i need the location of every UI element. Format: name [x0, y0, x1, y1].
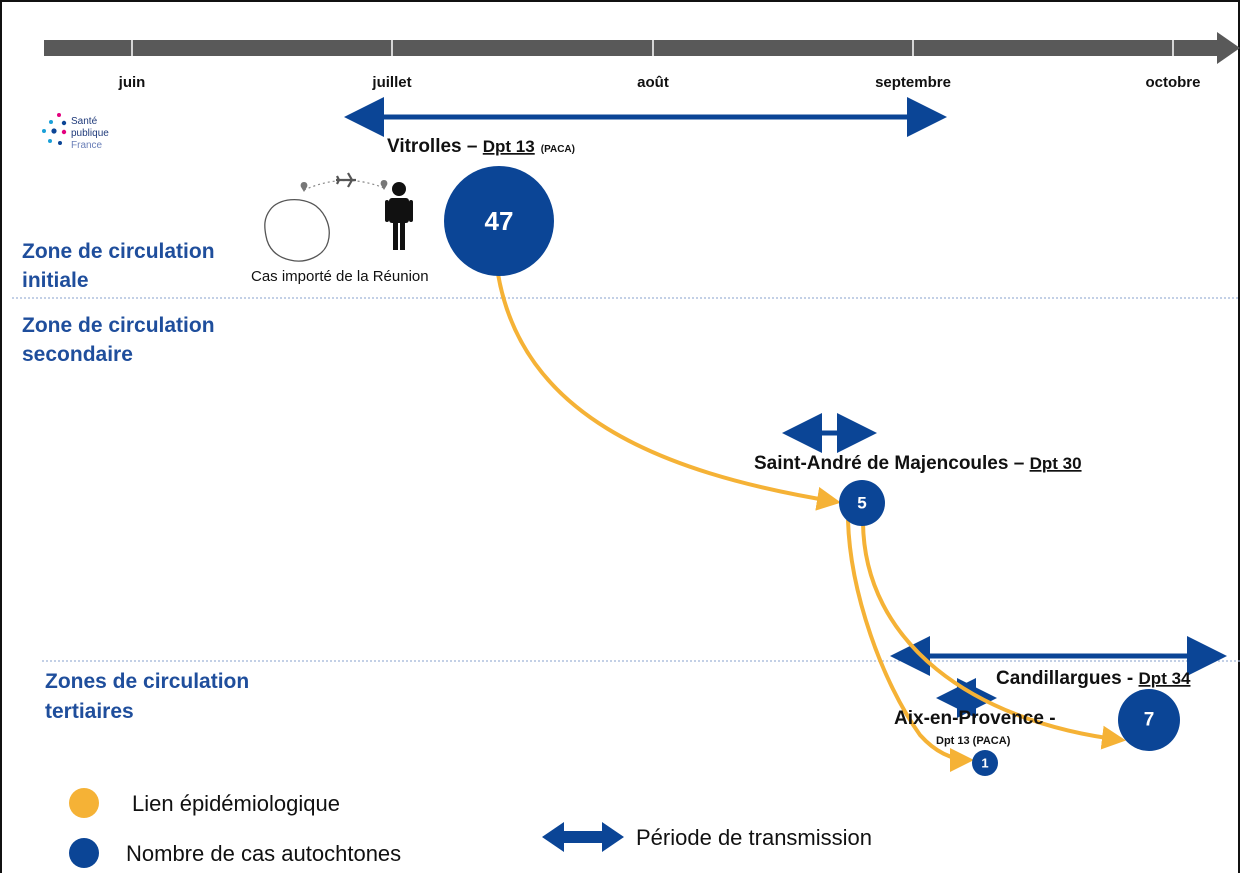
location-pin-icon: [380, 180, 388, 190]
timeline-arrow: [44, 32, 1240, 64]
month-label: juin: [118, 74, 146, 91]
legend-label-cases: Nombre de cas autochtones: [126, 841, 401, 866]
zone-secondaire-label: Zone de circulation secondaire: [22, 314, 215, 366]
epidemiological-links: [496, 273, 1126, 772]
department-label: Dpt 13 (PACA): [936, 735, 1011, 747]
link-saint-andre-candillargues: [861, 521, 1126, 750]
zone-initiale-label: Zone de circulation initiale: [22, 240, 215, 292]
sante-publique-france-logo: Santé publique France: [42, 113, 109, 151]
legend-label-period: Période de transmission: [636, 825, 872, 850]
zone-label-line: tertiaires: [45, 700, 134, 723]
logo-text: publique: [71, 128, 109, 139]
month-label: septembre: [875, 74, 951, 91]
cluster-saint-andre: Saint-André de Majencoules – Dpt 30 5: [754, 453, 1082, 526]
separator: –: [1008, 453, 1029, 474]
cluster-name-line: Saint-André de Majencoules – Dpt 30: [754, 453, 1082, 474]
logo-text: Santé: [71, 116, 98, 127]
link-saint-andre-aix: [846, 519, 974, 772]
timeline: juin juillet août septembre octobre: [44, 32, 1240, 91]
department-label: Dpt 34: [1139, 669, 1192, 688]
case-count: 5: [857, 494, 866, 513]
legend-double-arrow-icon: [542, 822, 624, 852]
case-count-bubble: [444, 166, 554, 276]
legend: Lien épidémiologique Nombre de cas autoc…: [69, 788, 872, 868]
month-label: août: [637, 74, 669, 91]
person-icon: [385, 182, 413, 250]
department-label: Dpt 13: [483, 137, 535, 156]
month-label: juillet: [371, 74, 411, 91]
zone-tertiaires-label: Zones de circulation tertiaires: [45, 670, 249, 723]
cluster-aix-en-provence: Aix-en-Provence - Dpt 13 (PACA) 1: [894, 708, 1056, 776]
department-label: Dpt 30: [1030, 454, 1082, 473]
zone-label-line: secondaire: [22, 343, 133, 366]
case-count: 47: [485, 206, 514, 236]
flight-path: [303, 179, 385, 191]
cluster-name: Candillargues -: [996, 668, 1139, 689]
cluster-name: Vitrolles –: [387, 136, 483, 157]
imported-case-illustration: Cas importé de la Réunion: [251, 172, 429, 285]
legend-swatch-cases: [69, 838, 99, 868]
region-label: (PACA): [541, 144, 575, 155]
zone-label-line: initiale: [22, 269, 89, 292]
zone-label-line: Zones de circulation: [45, 670, 249, 693]
zone-label-line: Zone de circulation: [22, 314, 215, 337]
legend-swatch-link: [69, 788, 99, 818]
island-outline-icon: [264, 199, 330, 262]
legend-label-link: Lien épidémiologique: [132, 791, 340, 816]
airplane-icon: [336, 172, 356, 188]
case-count-bubble: [1118, 689, 1180, 751]
cluster-name: Saint-André de Majencoules: [754, 453, 1008, 474]
cluster-vitrolles: Vitrolles – Dpt 13 (PACA) 47: [387, 136, 575, 276]
timeline-ticks: [131, 38, 1174, 58]
month-label: octobre: [1145, 74, 1200, 91]
case-count-bubble: [972, 750, 998, 776]
zone-label-line: Zone de circulation: [22, 240, 215, 263]
cluster-name: Aix-en-Provence -: [894, 708, 1056, 729]
location-pin-icon: [300, 182, 308, 192]
case-count: 7: [1144, 710, 1155, 731]
case-count: 1: [981, 756, 988, 771]
cluster-candillargues: Candillargues - Dpt 34 7: [996, 668, 1191, 751]
imported-case-label: Cas importé de la Réunion: [251, 268, 429, 285]
link-vitrolles-saint-andre: [496, 273, 841, 511]
cluster-name-line: Candillargues - Dpt 34: [996, 668, 1191, 689]
cluster-name-line: Vitrolles – Dpt 13 (PACA): [387, 136, 575, 157]
logo-text: France: [71, 140, 103, 151]
case-count-bubble: [839, 480, 885, 526]
